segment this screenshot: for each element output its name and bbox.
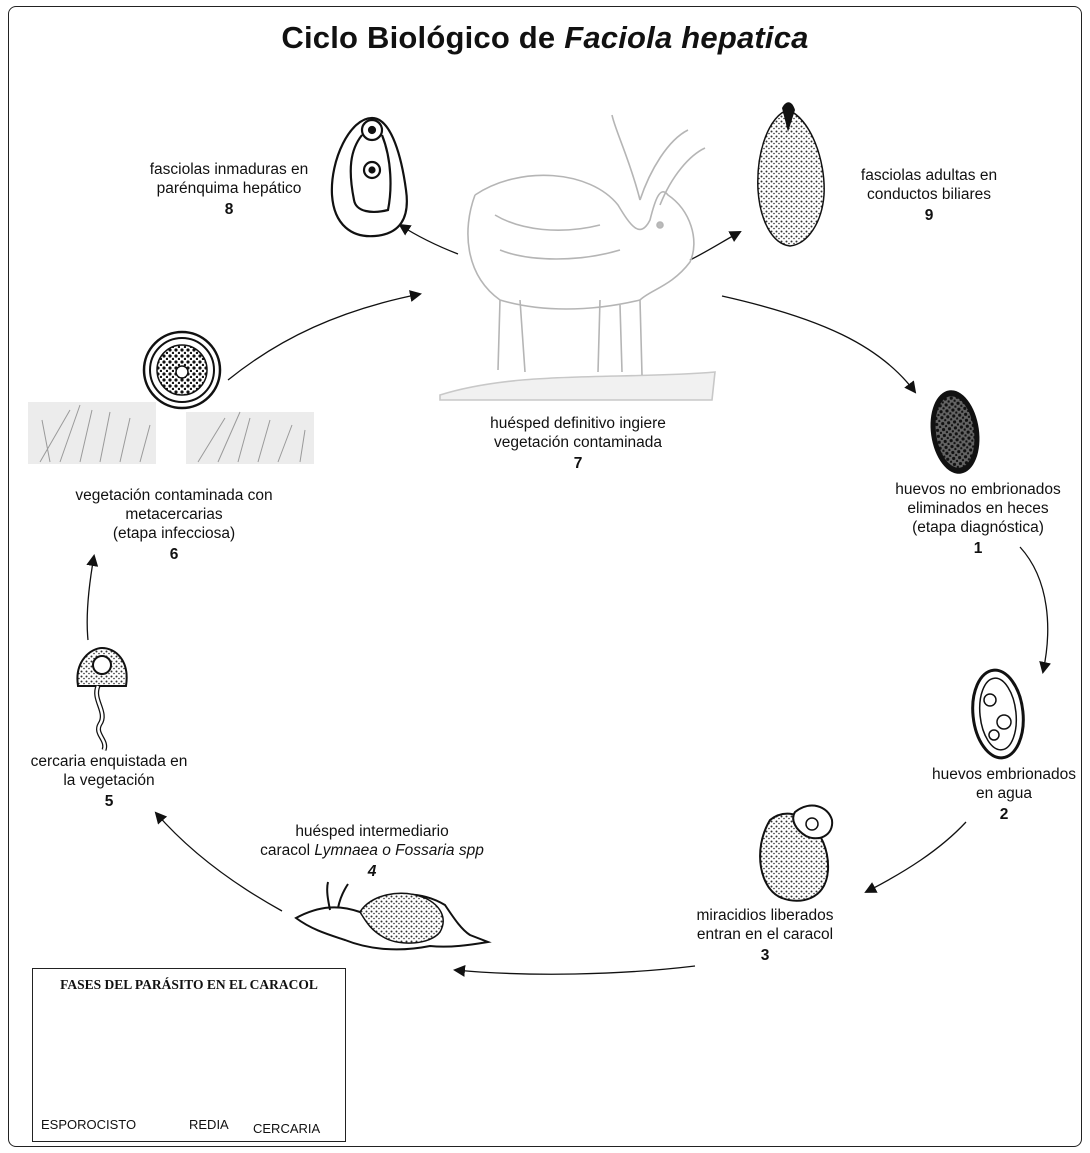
miracidium-illustration (760, 806, 832, 901)
title-prefix: Ciclo Biológico de (281, 20, 555, 55)
stage-7-number: 7 (470, 454, 686, 473)
redia-label: REDIA (189, 1117, 229, 1132)
metacercaria-cyst-illustration (144, 332, 220, 408)
arrow-2-to-3 (866, 822, 966, 892)
vegetation-illustration (28, 402, 314, 464)
snail-illustration (296, 882, 488, 949)
stage-6-number: 6 (48, 545, 300, 564)
stage-8-label: fasciolas inmaduras en parénquima hepáti… (124, 160, 334, 219)
stage-3-number: 3 (680, 946, 850, 965)
stage-9-number: 9 (834, 206, 1024, 225)
arrow-7-to-1 (722, 296, 915, 392)
snail-stages-panel: FASES DEL PARÁSITO EN EL CARACOL ESPOROC… (32, 968, 346, 1142)
stage-8-number: 8 (124, 200, 334, 219)
diagram-title: Ciclo Biológico de Faciola hepatica (0, 20, 1090, 56)
arrow-5-to-6 (87, 556, 94, 640)
stage-7-label: huésped definitivo ingiere vegetación co… (470, 414, 686, 473)
arrow-6-to-7 (228, 294, 420, 380)
immature-fluke-illustration (332, 118, 407, 236)
stage-5-label: cercaria enquistada en la vegetación 5 (14, 752, 204, 811)
sporocyst-label: ESPOROCISTO (41, 1117, 136, 1132)
stage-1-label: huevos no embrionados eliminados en hece… (888, 480, 1068, 558)
goat-illustration (440, 115, 715, 400)
adult-fluke-illustration (758, 102, 824, 246)
arrow-3-to-4 (455, 966, 695, 974)
unembryonated-egg-illustration (925, 387, 984, 477)
stage-4-label: huésped intermediario caracol Lymnaea o … (236, 822, 508, 881)
stage-2-label: huevos embrionados en agua 2 (906, 765, 1090, 824)
arrow-7-to-9 (690, 232, 740, 260)
cycle-arrows (87, 225, 1047, 974)
cercaria-label: CERCARIA (253, 1121, 320, 1136)
stage-1-number: 1 (888, 539, 1068, 558)
embryonated-egg-illustration (969, 668, 1028, 761)
stage-6-label: vegetación contaminada con metacercarias… (48, 486, 300, 564)
stage-2-number: 2 (906, 805, 1090, 824)
panel-title: FASES DEL PARÁSITO EN EL CARACOL (33, 977, 345, 993)
cercaria-illustration (77, 648, 126, 750)
stage-4-number: 4 (236, 862, 508, 881)
arrow-1-to-2 (1020, 547, 1048, 672)
title-species: Faciola hepatica (564, 20, 808, 55)
arrow-7-to-8 (400, 225, 458, 254)
stage-3-label: miracidios liberados entran en el caraco… (680, 906, 850, 965)
stage-9-label: fasciolas adultas en conductos biliares … (834, 166, 1024, 225)
stage-5-number: 5 (14, 792, 204, 811)
